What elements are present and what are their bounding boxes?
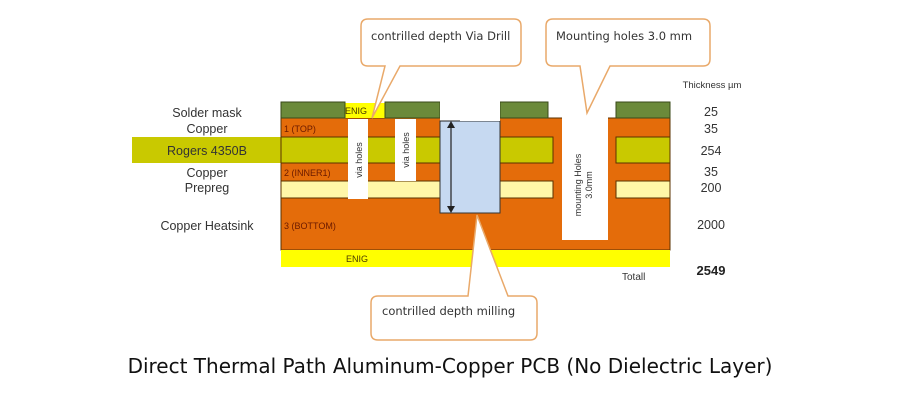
thickness-value: 35 xyxy=(704,122,718,136)
label-layer-inner1: 2 (INNER1) xyxy=(284,168,331,178)
diagram-caption: Direct Thermal Path Aluminum-Copper PCB … xyxy=(127,354,773,378)
thickness-value: 25 xyxy=(704,105,718,119)
callout-milling-text: contrilled depth milling xyxy=(382,304,515,318)
label-via-holes-2: via holes xyxy=(401,132,411,168)
callout-mounting-text: Mounting holes 3.0 mm xyxy=(556,29,692,43)
solder-mask-segment xyxy=(615,101,671,119)
thickness-value: 200 xyxy=(701,181,722,195)
depth-arrow-head-down xyxy=(447,206,455,213)
label-copper-inner: Copper xyxy=(187,166,228,180)
via-hole xyxy=(348,119,368,199)
label-via-holes-1: via holes xyxy=(354,142,364,178)
label-layer-bottom: 3 (BOTTOM) xyxy=(284,221,336,231)
label-enig-bottom: ENIG xyxy=(346,254,368,264)
milling-cavity xyxy=(439,120,501,214)
solder-mask-segment xyxy=(280,101,346,119)
label-layer-top: 1 (TOP) xyxy=(284,124,316,134)
solder-mask-segment xyxy=(384,101,441,119)
rogers-label-band xyxy=(132,137,282,163)
label-mounting-holes-line2: 3.0mm xyxy=(584,171,594,199)
depth-arrow-head-up xyxy=(447,121,455,128)
label-prepreg: Prepreg xyxy=(185,181,230,195)
label-heatsink: Copper Heatsink xyxy=(160,219,254,233)
solder-mask-segment xyxy=(499,101,549,119)
milling-cavity-top-gap xyxy=(440,101,500,121)
thickness-header: Thickness µm xyxy=(683,80,742,91)
via-hole xyxy=(395,119,416,181)
prepreg-layer-segment xyxy=(615,180,671,199)
callout-milling-bubble xyxy=(370,214,538,341)
thickness-value: 2000 xyxy=(697,218,725,232)
mounting-hole xyxy=(562,101,608,240)
label-rogers: Rogers 4350B xyxy=(167,144,247,158)
prepreg-layer-segment xyxy=(499,180,554,199)
thickness-value: 254 xyxy=(701,144,722,158)
total-label: Totall xyxy=(622,272,645,283)
label-mounting-holes-line1: mounting Holes xyxy=(573,153,583,216)
rogers-layer-segment xyxy=(615,136,671,164)
label-solder-mask: Solder mask xyxy=(172,106,242,120)
rogers-layer-segment xyxy=(499,136,554,164)
label-copper-top: Copper xyxy=(187,122,228,136)
callout-via-drill-bubble xyxy=(360,18,522,119)
total-value: 2549 xyxy=(697,263,726,278)
callout-via-drill-text: contrilled depth Via Drill xyxy=(371,29,510,43)
label-enig-top: ENIG xyxy=(345,106,367,116)
callout-mounting-bubble xyxy=(545,18,711,116)
thickness-value: 35 xyxy=(704,165,718,179)
